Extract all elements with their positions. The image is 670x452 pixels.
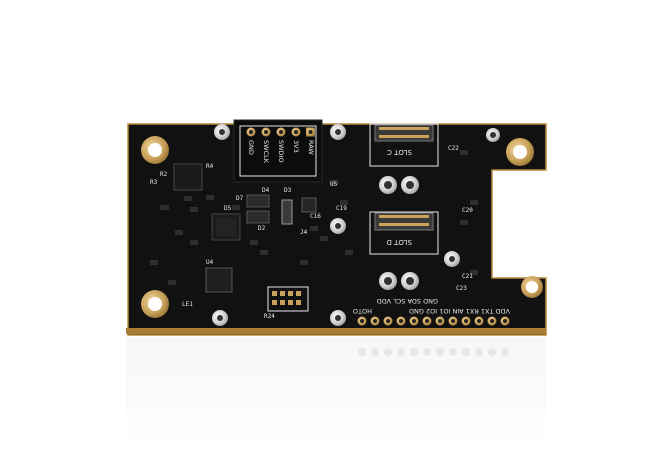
refdes-d7: D7 [236, 195, 244, 202]
pin-label-bottom: VDD TX1 RX1 AIN IO1 IO2 GND [409, 307, 510, 315]
refdes-le1: LE1 [182, 301, 193, 308]
refdes-u4: U4 [206, 259, 214, 266]
test-pads [212, 124, 500, 326]
refdes-d3: D3 [284, 187, 292, 194]
refdes-d2: D2 [258, 225, 266, 232]
hot-label: HOTO [353, 307, 372, 315]
refdes-d4: D4 [262, 187, 270, 194]
refdes-d5: D5 [224, 205, 232, 212]
slot-c-label: SLOT C [387, 148, 412, 156]
refdes-r24: R24 [264, 313, 275, 320]
refdes-c21: C21 [462, 273, 473, 280]
refdes-c23: C23 [456, 285, 467, 292]
header-label-swclk: SWCLK [262, 140, 270, 164]
refdes-u5: U5 [330, 181, 338, 188]
board-reflection [126, 338, 546, 452]
refdes-labels: R2 R3 R4 D2 D3 D4 D5 U4 U5 C19 C20 C21 C… [150, 145, 473, 320]
edge-plating [126, 328, 546, 334]
refdes-r2: R2 [160, 171, 168, 178]
refdes-j4: J4 [300, 229, 308, 236]
refdes-r3: R3 [150, 179, 158, 186]
refdes-c20: C20 [462, 207, 473, 214]
header-label-gnd: GND [247, 140, 255, 155]
refdes-r4: R4 [206, 163, 214, 170]
header-label-swdio: SWDIO [277, 140, 285, 163]
refdes-c22: C22 [448, 145, 459, 152]
slot-d-connector [369, 211, 439, 255]
header-label-raw: RAW [307, 140, 315, 155]
slot-c-connector [369, 123, 439, 167]
pin-label-top: GND SDA SCL VDD [377, 297, 438, 305]
slot-d-label: SLOT D [387, 238, 413, 246]
refdes-c16: C16 [310, 213, 321, 220]
components [150, 150, 478, 312]
header-label-3v3: 3V3 [292, 140, 300, 153]
swd-header [233, 119, 323, 183]
bottom-pin-header [357, 316, 510, 326]
mounting-holes [141, 136, 543, 318]
refdes-c19: C19 [336, 205, 347, 212]
